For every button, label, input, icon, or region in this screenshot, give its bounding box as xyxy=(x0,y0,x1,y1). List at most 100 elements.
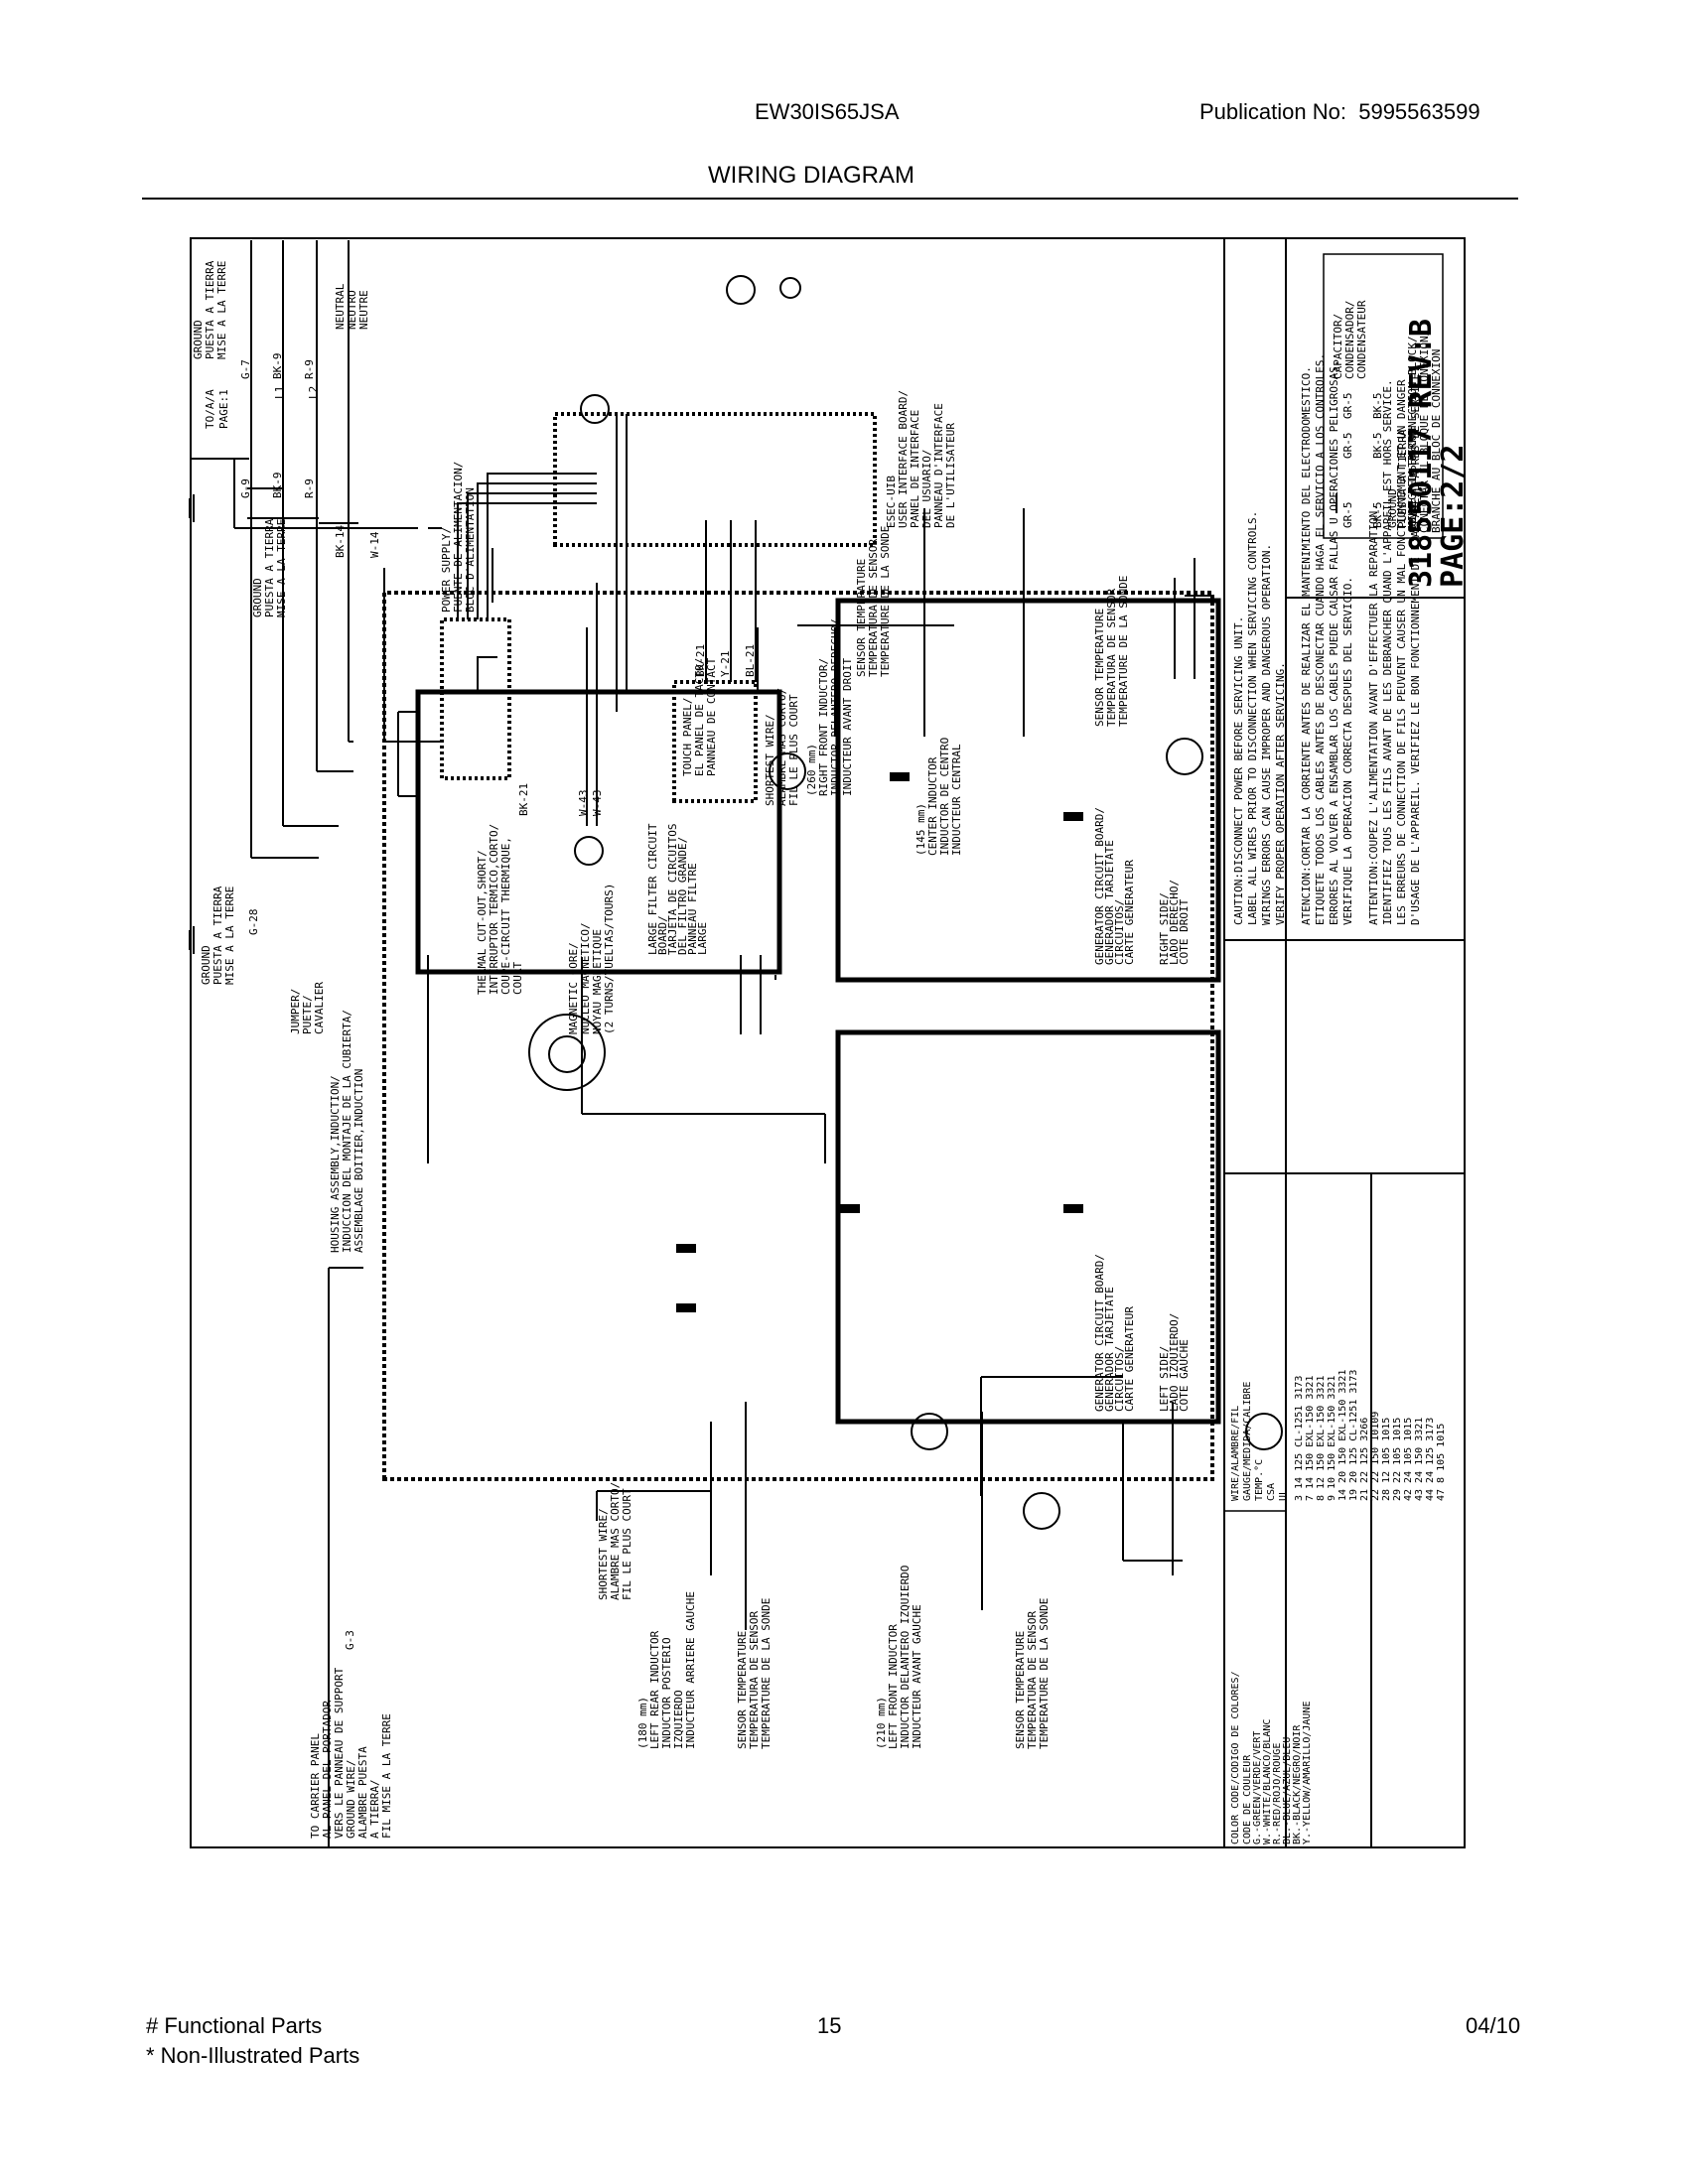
sensor-l2-1: TEMPERATURA DE SENSOR xyxy=(1026,1611,1039,1749)
sensor-r-1: TEMPERATURA DE SENSOR xyxy=(867,539,880,677)
cap-wire-3: BK-5 xyxy=(1371,502,1384,529)
uib-1: USER INTERFACE BOARD/ xyxy=(897,390,910,528)
carrier-2: VERS LE PANNEAU DE SUPPORT xyxy=(333,1667,346,1839)
center-1: CENTER INDUCTOR xyxy=(926,756,939,856)
footnote-non-illustrated: * Non-Illustrated Parts xyxy=(146,2043,360,2068)
left-side-0: LEFT SIDE/ xyxy=(1158,1346,1171,1412)
cap-wire-0: GR-5 xyxy=(1341,502,1354,529)
sensor-l-2: TEMPERATURE DE LA SONDE xyxy=(760,1598,773,1749)
wire-table-row: 44 24 125 3173 xyxy=(1425,1418,1436,1501)
cap-wire-5: BK-5 xyxy=(1371,393,1384,420)
housing-0: HOUSING ASSEMBLY,INDUCTION/ xyxy=(329,1075,342,1253)
top-ground-1: PUESTA A TIERRA xyxy=(204,260,216,359)
left-front-1: LEFT FRONT INDUCTOR xyxy=(887,1624,900,1749)
magnetic-0: MAGNETIC CORE/ xyxy=(567,942,580,1034)
model-number: EW30IS65JSA xyxy=(755,99,900,124)
filter-board-box xyxy=(415,689,782,975)
caution-1: LABEL ALL WIRES PRIOR TO DISCONNECTION W… xyxy=(1246,511,1259,925)
housing-boundary xyxy=(382,591,1214,1481)
jumper-1: PUETE/ xyxy=(301,995,314,1034)
caution-6: ERRORES AL VOLVER A ENSAMBLAR LOS CABLES… xyxy=(1328,359,1340,925)
caution-11: D'USAGE DE L'APPAREIL. VERIFIEZ LE BON F… xyxy=(1409,366,1422,925)
wt-h1: GAUGE/MEDIDA/CALIBRE xyxy=(1242,1382,1253,1501)
wire-table-row: 22 22 150 10109 xyxy=(1370,1412,1381,1501)
wt-h0: WIRE/ALAMBRE/FIL xyxy=(1230,1406,1241,1501)
left-front-0: (210 mm) xyxy=(875,1697,888,1749)
ground-left-1: PUESTA A TIERRA xyxy=(211,886,224,985)
gen-l-2: CIRCUITOS/ xyxy=(1113,1346,1126,1412)
publication-value: 5995563599 xyxy=(1358,99,1480,124)
filter-4: PANNEAU FILTRE xyxy=(686,863,699,955)
cb-0: CONNECTED TO CONNECTION BLOCK/ xyxy=(1406,336,1419,533)
shortest-r-1: ALAMBRE MAS CORTO/ xyxy=(775,688,788,806)
housing-1: INDUCCION DEL MONTAJE DE LA CUBIERTA/ xyxy=(341,1010,353,1253)
left-rear-0: (180 mm) xyxy=(636,1697,649,1749)
thermal-3: COURT xyxy=(511,962,524,995)
wire-bk9b: BK-9 xyxy=(271,353,284,380)
rf-1: RIGHT FRONT INDUCTOR/ xyxy=(817,658,830,796)
cc-3: W.-WHITE/BLANCO/BLANC xyxy=(1262,1719,1273,1844)
sensor-c-1: TEMPERATURA DE SENSOR xyxy=(1105,589,1118,727)
doc-number: 318550117 REV:B xyxy=(1404,319,1439,588)
wire-table-row: 42 24 105 1015 xyxy=(1403,1418,1414,1501)
color-code: COLOR CODE/CODIGO DE COLORES/ CODE DE CO… xyxy=(1230,1671,1313,1844)
power-supply-box xyxy=(440,617,511,780)
cc-0: COLOR CODE/CODIGO DE COLORES/ xyxy=(1230,1671,1241,1844)
neutral-2: NEUTRE xyxy=(357,290,370,330)
housing-2: ASSEMBLAGE BOITIER,INDUCTION xyxy=(352,1069,365,1253)
carrier-5: A TIERRA/ xyxy=(368,1779,381,1839)
gen-r-3: CARTE GENERATEUR xyxy=(1123,860,1136,965)
generator-left-box xyxy=(835,1029,1221,1425)
ps-2: BLOC D'ALIMENTATION xyxy=(464,487,477,613)
shortest-r-2: FIL LE PLUS COURT xyxy=(787,694,800,806)
cap-wire-1: GR-5 xyxy=(1341,433,1354,460)
rf-0: (260 mm) xyxy=(805,744,818,796)
cc-2: G.-GREEN/VERDE/VERT xyxy=(1252,1731,1263,1844)
wire-table-row: 47 8 105 1015 xyxy=(1436,1424,1447,1501)
magnetic-3: (2 TURNS/VUELTAS/TOURS) xyxy=(603,884,616,1034)
filter-2: TARJETA DE CIRCUITOS xyxy=(666,824,679,955)
wire-table-row: 28 12 105 1015 xyxy=(1381,1418,1392,1501)
sensor-r-2: TEMPERATURE DE LA SONDE xyxy=(879,526,892,677)
magnetic-2: NOYAU MAGNETIQUE xyxy=(591,929,604,1034)
cc-6: BK.-BLACK/NEGRO/NOIR xyxy=(1292,1724,1303,1844)
caution-4: ATENCION:CORTAR LA CORRIENTE ANTES DE RE… xyxy=(1300,366,1313,925)
ps-0: POWER SUPPLY/ xyxy=(440,527,453,613)
sensor-l2-0: SENSOR TEMPERATURE xyxy=(1014,1631,1027,1749)
sensors xyxy=(528,275,1283,1530)
left-rear-4: INDUCTEUR ARRIERE GAUCHE xyxy=(684,1591,697,1749)
page-number: 15 xyxy=(817,2013,842,2038)
uib-5: DE L'UTILISATEUR xyxy=(944,423,957,528)
footnote-functional: # Functional Parts xyxy=(146,2013,323,2038)
touch-panel-box xyxy=(672,680,758,803)
gen-r-0: GENERATOR CIRCUIT BOARD/ xyxy=(1093,807,1106,965)
uib-0: ESEC-UIB xyxy=(885,476,898,528)
page-indicator: PAGE:2/2 xyxy=(1436,445,1471,589)
cap-wire-4: BK-5 xyxy=(1371,433,1384,460)
cc-4: R.-RED/ROJO/ROUGE xyxy=(1272,1743,1283,1844)
wire-table-row: 29 22 105 1015 xyxy=(1392,1418,1403,1501)
wt-h4: UL xyxy=(1278,1489,1289,1501)
wire-g9: G-9 xyxy=(239,478,252,498)
cap-ground-1: PUESTA A TIERRA xyxy=(1396,429,1409,528)
ground-left-0: GROUND xyxy=(200,945,212,985)
g3-label: G-3 xyxy=(344,1630,356,1650)
diagram-frame xyxy=(190,237,1466,1848)
neutral-0: NEUTRAL xyxy=(334,283,347,330)
ground-left-2: MISE A LA TERRE xyxy=(223,887,236,985)
caution-2: WIRINGS ERRORS CAN CAUSE IMPROPER AND DA… xyxy=(1260,544,1273,925)
carrier-1: AL PANEL DEL PORTADOR xyxy=(321,1701,334,1839)
caution-0: CAUTION:DISCONNECT POWER BEFORE SERVICIN… xyxy=(1232,616,1245,925)
gen-r-2: CIRCUITOS/ xyxy=(1113,899,1126,965)
shortest-l-2: FIL LE PLUS COURT xyxy=(621,1488,633,1600)
magnetic-1: NUCLEO MAGNETICO/ xyxy=(579,922,592,1034)
wire-table-row: 14 20 150 EXL-150 3321 xyxy=(1337,1370,1348,1501)
sensor-c-0: SENSOR TEMPERATURE xyxy=(1093,609,1106,727)
carrier-3: GROUND WIRE/ xyxy=(345,1760,357,1839)
wire-bl21: BL-21 xyxy=(744,644,757,677)
sensor-l-0: SENSOR TEMPERATURE xyxy=(736,1631,749,1749)
rotated-diagram: TO/A/A PAGE:1 GROUND PUESTA A TIERRA MIS… xyxy=(189,237,1471,1848)
touch-0: TOUCH PANEL/ xyxy=(681,698,694,776)
filter-3: DEL FILTRO GRANDE/ xyxy=(676,837,689,955)
